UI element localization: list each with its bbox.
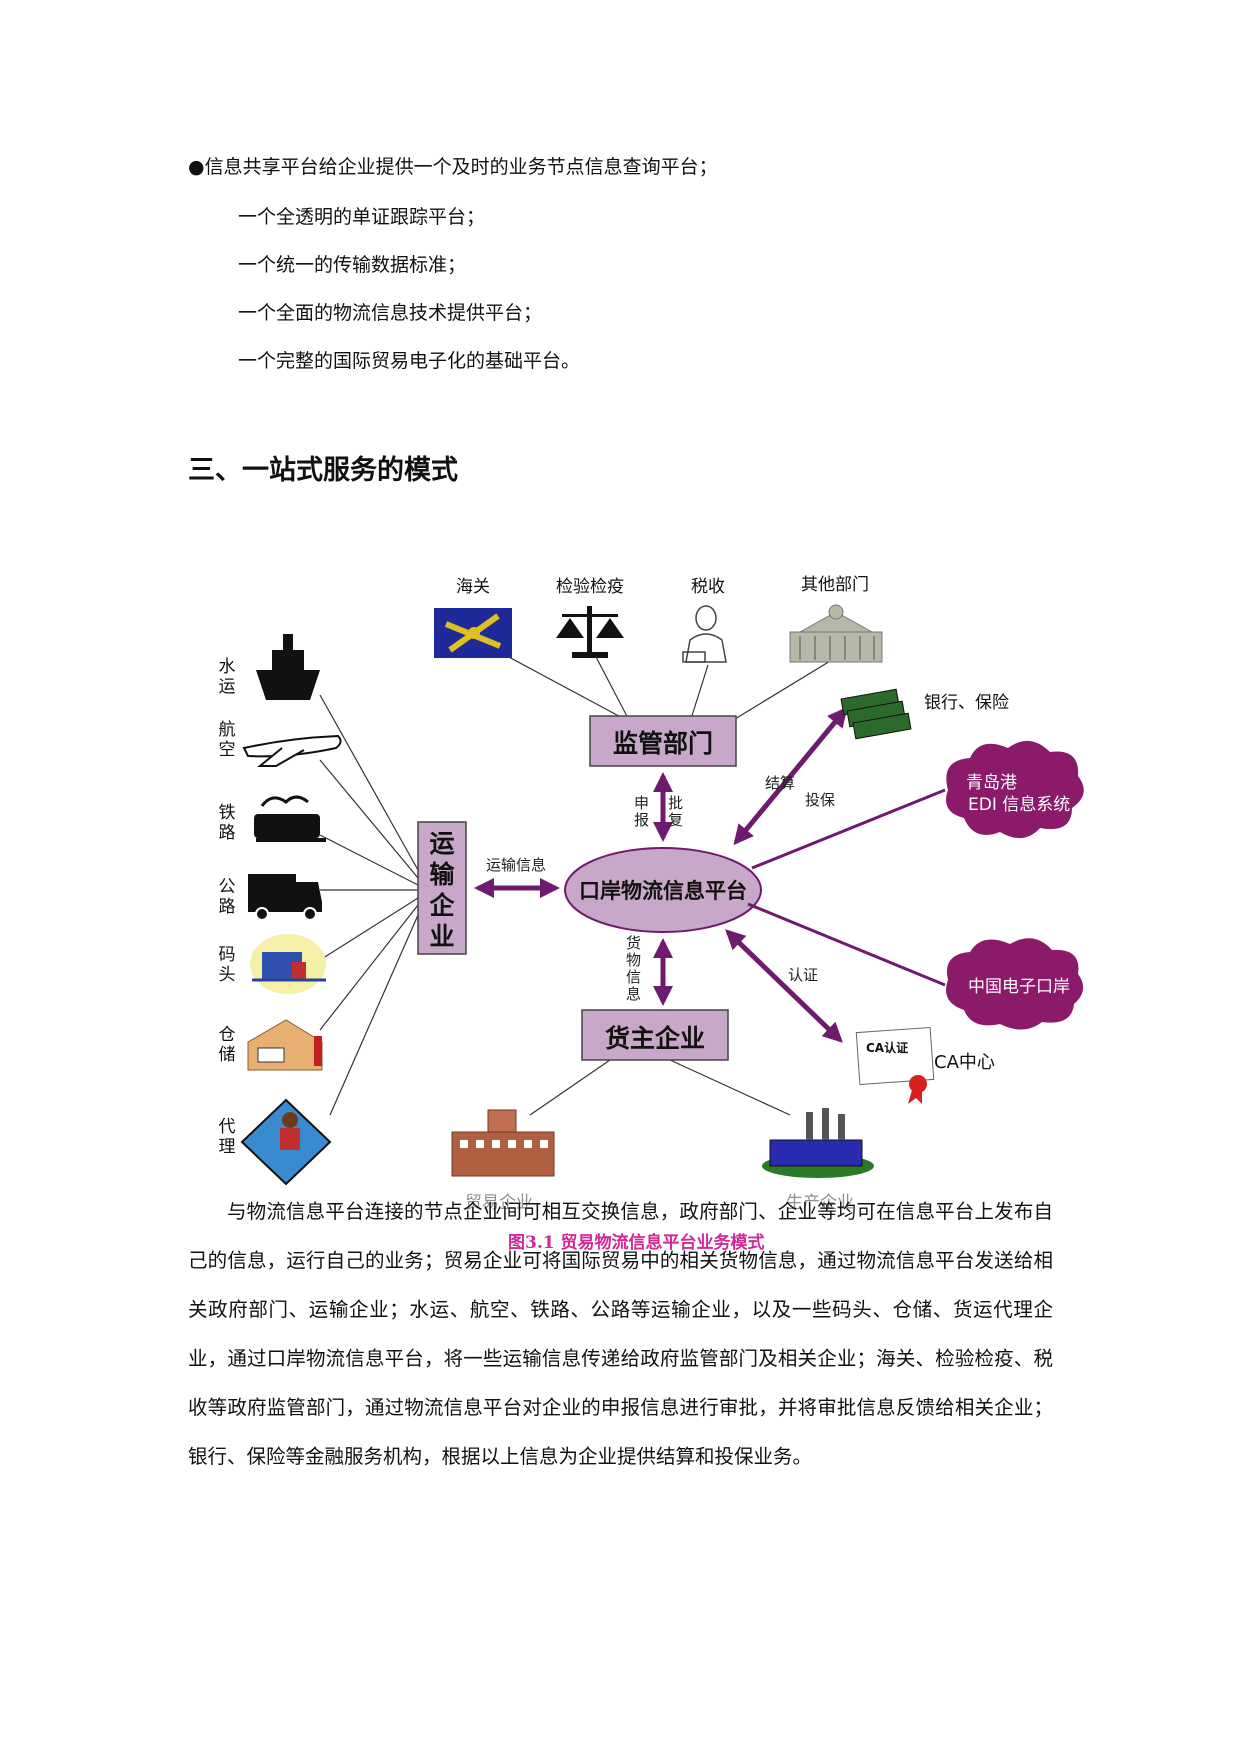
ship-icon bbox=[256, 634, 320, 700]
transport-mode-5: 仓 bbox=[219, 1025, 236, 1045]
warehouse-icon bbox=[247, 1019, 323, 1071]
bullet-line-1: ●信息共享平台给企业提供一个及时的业务节点信息查询平台； bbox=[188, 156, 718, 178]
transport-mode-1-b: 空 bbox=[219, 740, 236, 760]
label-tax: 税收 bbox=[691, 577, 725, 597]
bullet-line-5: 一个完整的国际贸易电子化的基础平台。 bbox=[238, 350, 581, 372]
label-cargo-4: 息 bbox=[626, 985, 641, 1003]
label-approve-1: 批 bbox=[668, 794, 683, 812]
transport-box-char: 企 bbox=[429, 891, 455, 920]
section-heading: 三、一站式服务的模式 bbox=[188, 455, 458, 486]
transport-box-char: 运 bbox=[429, 829, 454, 858]
ca-arrow bbox=[725, 929, 843, 1043]
china-eport-label: 中国电子口岸 bbox=[968, 977, 1070, 997]
ca-center-label: CA中心 bbox=[934, 1052, 995, 1073]
agent-icon bbox=[240, 1098, 332, 1186]
transport-mode-2-b: 路 bbox=[219, 823, 236, 843]
transport-box bbox=[417, 821, 467, 955]
qingdao-label-2: EDI 信息系统 bbox=[968, 795, 1070, 815]
transport-mode-labels: 水运 航空 铁路 公路 码头 仓储 代理 bbox=[219, 657, 236, 1157]
figure-caption: 图3.1 贸易物流信息平台业务模式 bbox=[508, 1233, 765, 1253]
label-auth: 认证 bbox=[788, 966, 818, 984]
transport-mode-3: 公 bbox=[219, 877, 236, 897]
label-approve-2: 复 bbox=[668, 811, 683, 829]
ca-cert-label: CA认证 bbox=[866, 1040, 908, 1055]
label-settle: 结算 bbox=[765, 774, 795, 792]
label-insure: 投保 bbox=[805, 791, 835, 809]
china-eport-cloud: 中国电子口岸 bbox=[946, 938, 1084, 1030]
flow-arrows bbox=[474, 706, 848, 1043]
dock-icon bbox=[250, 934, 326, 994]
label-report-1: 申 bbox=[634, 794, 649, 812]
customs-icon bbox=[434, 608, 512, 658]
owner-box bbox=[581, 1009, 729, 1061]
airplane-icon bbox=[242, 734, 342, 767]
transport-mode-5-b: 储 bbox=[219, 1045, 236, 1065]
ca-certificate-icon: CA认证 bbox=[855, 1026, 935, 1104]
connector-lines bbox=[319, 654, 841, 1116]
bullet-line-3: 一个统一的传输数据标准； bbox=[238, 254, 467, 276]
transport-mode-0: 水 bbox=[219, 657, 236, 677]
qingdao-edi-cloud: 青岛港 EDI 信息系统 bbox=[946, 740, 1084, 839]
body-paragraph: 与物流信息平台连接的节点企业间可相互交换信息，政府部门、企业等均可在信息平台上发… bbox=[188, 1200, 1053, 1468]
transport-box-char: 业 bbox=[429, 922, 454, 951]
transport-mode-0-b: 运 bbox=[219, 677, 236, 697]
center-platform bbox=[564, 847, 762, 933]
qingdao-label-1: 青岛港 bbox=[966, 773, 1017, 793]
regulator-box-label: 监管部门 bbox=[613, 729, 713, 758]
label-customs: 海关 bbox=[456, 577, 490, 597]
label-other-dept: 其他部门 bbox=[801, 575, 869, 595]
top-labels: 海关 检验检疫 税收 其他部门 bbox=[456, 575, 869, 597]
scales-icon bbox=[556, 606, 624, 658]
bullet-line-2: 一个全透明的单证跟踪平台； bbox=[238, 206, 486, 228]
factory-icon bbox=[762, 1108, 874, 1178]
money-icon bbox=[840, 688, 912, 740]
edi-links bbox=[747, 788, 946, 987]
arrow-labels: 申 报 批 复 运输信息 货 物 信 息 结算 投保 认证 bbox=[486, 774, 835, 1003]
transport-mode-6: 代 bbox=[219, 1117, 236, 1137]
truck-icon bbox=[248, 874, 322, 921]
transport-mode-1: 航 bbox=[219, 720, 236, 740]
government-building-icon bbox=[789, 604, 883, 663]
transport-mode-4: 码 bbox=[219, 945, 236, 965]
office-building-icon bbox=[451, 1109, 555, 1177]
transport-mode-2: 铁 bbox=[219, 803, 236, 823]
transport-mode-6-b: 理 bbox=[219, 1137, 236, 1157]
bank-insurance-label: 银行、保险 bbox=[924, 693, 1009, 713]
tax-icon bbox=[682, 605, 727, 663]
label-inspection: 检验检疫 bbox=[556, 577, 624, 597]
regulator-box bbox=[589, 715, 737, 767]
transport-box-label: 运 输 企 业 bbox=[429, 829, 455, 951]
bank-arrow bbox=[733, 706, 848, 846]
label-cargo-2: 物 bbox=[626, 951, 641, 969]
transport-mode-3-b: 路 bbox=[219, 897, 236, 917]
ghost-owner-right: 生产企业 bbox=[786, 1193, 854, 1213]
ghost-owner-left: 贸易企业 bbox=[465, 1193, 533, 1213]
label-transport-info: 运输信息 bbox=[486, 856, 546, 874]
owner-box-label: 货主企业 bbox=[605, 1024, 705, 1053]
center-platform-label: 口岸物流信息平台 bbox=[579, 879, 747, 903]
transport-mode-4-b: 头 bbox=[219, 965, 236, 985]
label-report-2: 报 bbox=[634, 811, 649, 829]
bullet-line-4: 一个全面的物流信息技术提供平台； bbox=[238, 302, 543, 324]
label-cargo-1: 货 bbox=[626, 934, 641, 952]
train-icon bbox=[254, 795, 326, 842]
transport-box-char: 输 bbox=[429, 860, 455, 889]
label-cargo-3: 信 bbox=[626, 968, 641, 986]
